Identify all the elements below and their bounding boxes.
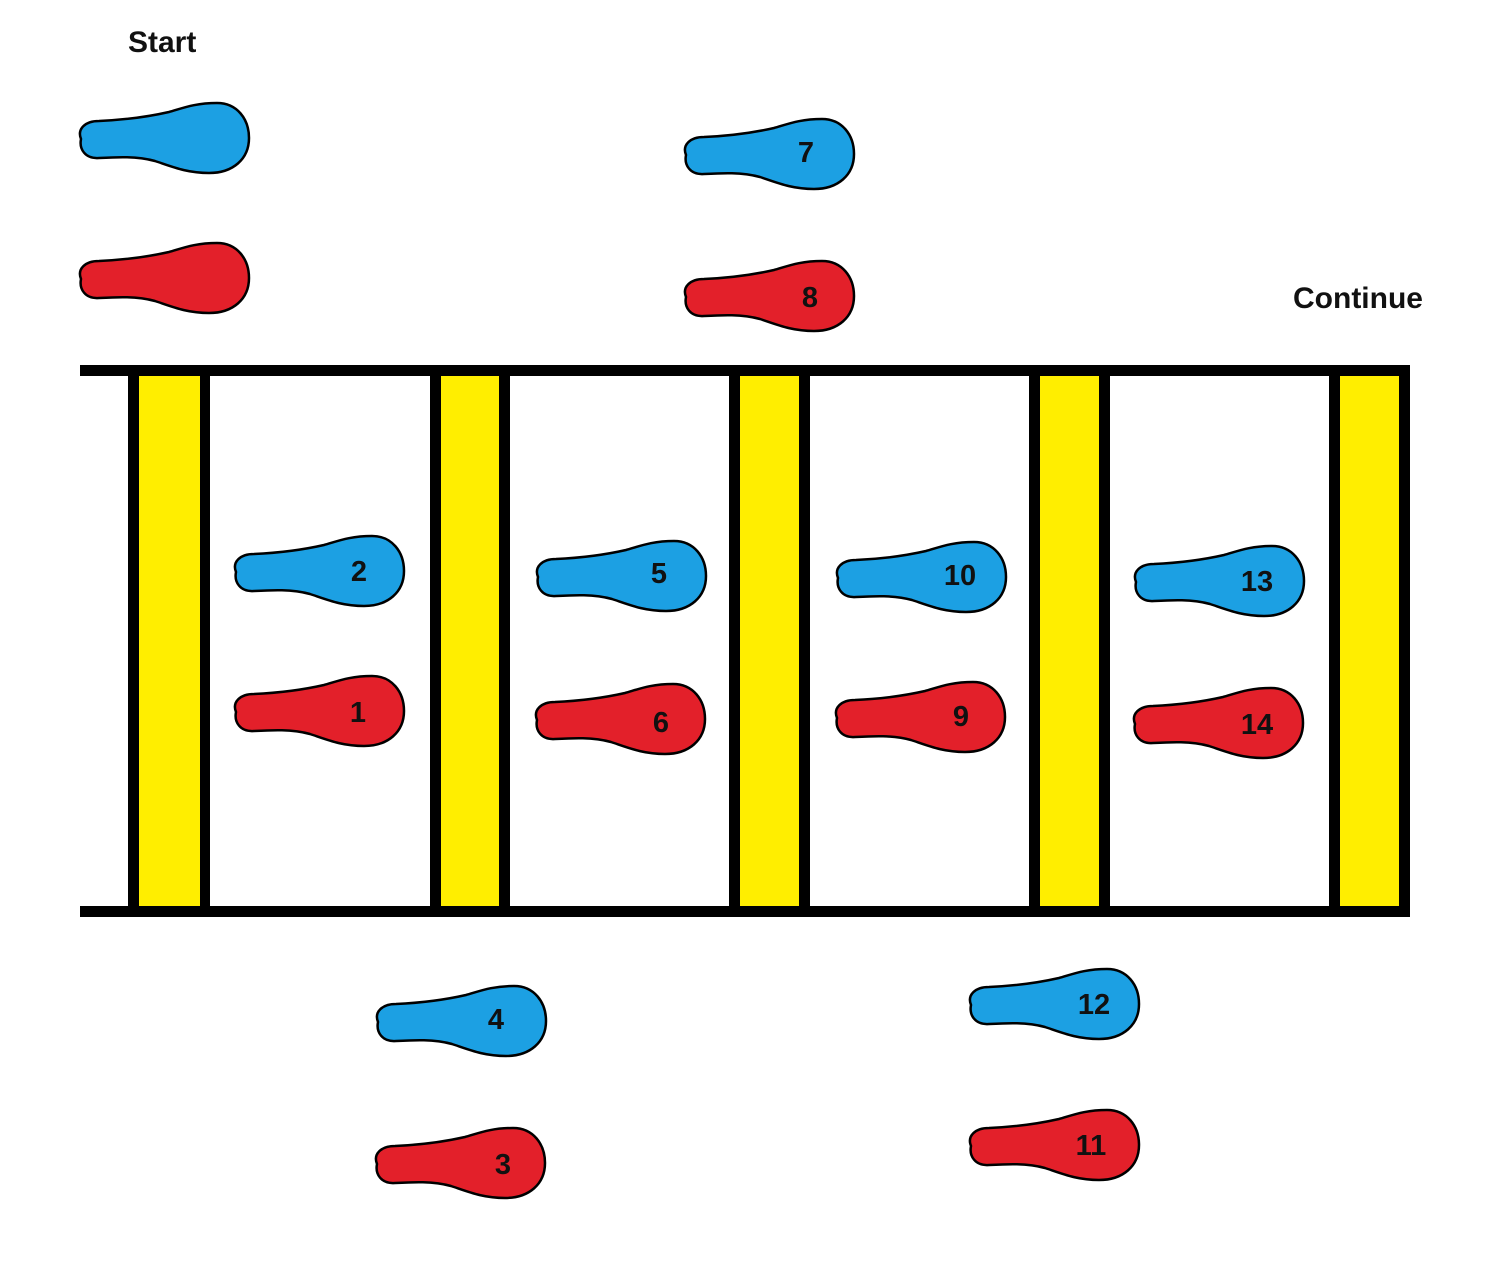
footprint-left: 14: [1132, 686, 1305, 760]
footprint-number: 12: [1078, 989, 1110, 1021]
footprint-left: [78, 241, 251, 315]
footprint-left: 8: [683, 259, 856, 333]
footprint-number: 13: [1241, 566, 1273, 598]
footprint-number: 1: [350, 697, 366, 729]
footprint-right: 12: [968, 967, 1141, 1041]
agility-ladder: [80, 365, 1410, 917]
footprint-number: 11: [1076, 1130, 1107, 1162]
footprint-number: 3: [495, 1149, 511, 1181]
ladder-rung: [729, 370, 810, 911]
footprint-number: 9: [953, 701, 969, 733]
footprint-left: 1: [233, 674, 406, 748]
ladder-rung: [430, 370, 510, 911]
footprint-number: 14: [1241, 709, 1273, 741]
ladder-rung: [1029, 370, 1110, 911]
footprint-number: 8: [802, 282, 818, 314]
footprint-right: 7: [683, 117, 856, 191]
footprint-left: 6: [534, 682, 707, 756]
footprint-number: 5: [651, 558, 667, 590]
footprint-right: [78, 101, 251, 175]
ladder-rung: [1329, 370, 1410, 911]
footprint-left: 9: [834, 680, 1007, 754]
footprint-number: 6: [653, 707, 669, 739]
footprint-right: 2: [233, 534, 406, 608]
footprint-number: 10: [944, 560, 976, 592]
footprint-right: 13: [1133, 544, 1306, 618]
footprint-left: 11: [968, 1108, 1141, 1182]
footprint-number: 2: [351, 556, 367, 588]
start-label: Start: [128, 26, 196, 59]
footprint-right: 5: [535, 539, 708, 613]
footprint-right: 4: [375, 984, 548, 1058]
footprint-number: 7: [798, 137, 814, 169]
continue-label: Continue: [1293, 282, 1423, 315]
footprint-number: 4: [488, 1004, 504, 1036]
footprint-right: 10: [835, 540, 1008, 614]
ladder-rung: [128, 370, 210, 911]
ladder-rail-bottom: [80, 906, 1410, 917]
footprint-left: 3: [374, 1126, 547, 1200]
